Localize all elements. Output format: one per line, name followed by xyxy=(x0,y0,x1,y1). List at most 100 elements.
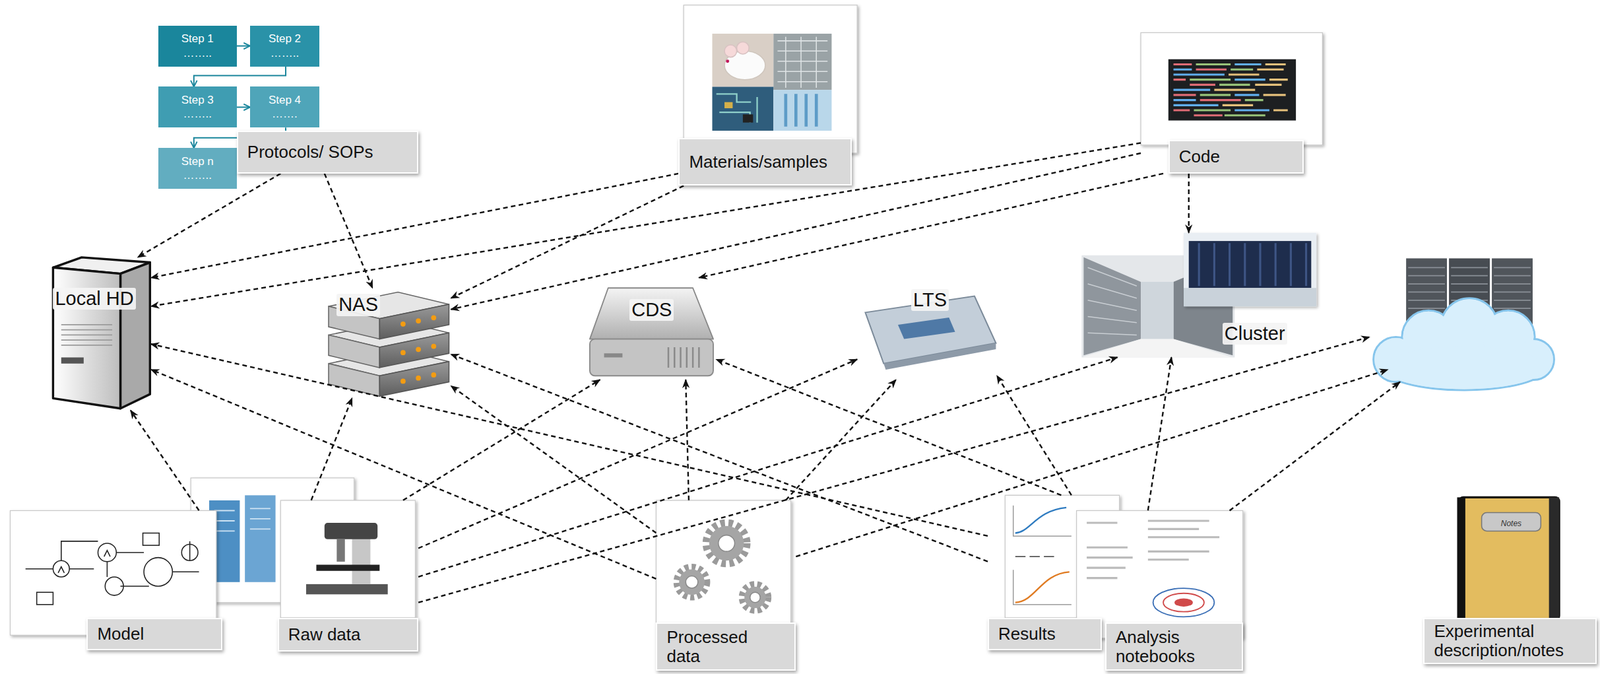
data-flow-arrow xyxy=(785,379,896,501)
step-arrow xyxy=(236,106,251,108)
cover-label: Notes xyxy=(1501,518,1522,528)
data-flow-arrow xyxy=(151,369,657,579)
step-box: Step 3…….. xyxy=(158,86,237,128)
computer-tower xyxy=(61,356,84,363)
materials-picture xyxy=(742,114,753,123)
step-box: Step 1…….. xyxy=(158,25,237,67)
cloud-servers xyxy=(1374,298,1554,389)
results-picture xyxy=(1015,571,1070,602)
nas-icon xyxy=(379,361,449,397)
microscope-picture xyxy=(280,500,416,618)
gears-picture xyxy=(741,583,768,611)
step-text: ……. xyxy=(271,106,298,121)
materials-picture xyxy=(716,93,758,123)
data-flow-arrow xyxy=(418,356,1118,577)
caption-tag: Experimental description/notes xyxy=(1423,617,1597,664)
gears-picture xyxy=(655,500,791,623)
model-picture xyxy=(181,544,198,561)
storage-label: Local HD xyxy=(52,287,136,310)
nas-icon xyxy=(379,332,449,368)
notebook-card: Analysis notebooks xyxy=(1076,510,1244,671)
cloud-flow-arrow xyxy=(418,337,1401,603)
gears-picture xyxy=(718,535,736,552)
cluster-photos xyxy=(1140,281,1174,340)
materials-picture xyxy=(773,33,832,90)
step-text: …….. xyxy=(183,46,212,61)
disk-icon xyxy=(589,287,714,376)
materials-picture xyxy=(724,44,737,58)
materials-picture xyxy=(711,86,774,131)
microscope-picture xyxy=(280,500,416,618)
model-picture xyxy=(25,541,200,586)
notes-book xyxy=(1456,496,1465,620)
microscope-picture xyxy=(324,522,378,540)
server-picture xyxy=(214,508,271,531)
results-picture xyxy=(1013,569,1072,605)
data-flow-arrow xyxy=(151,343,988,536)
step-text: Step 1 xyxy=(181,31,214,46)
step-text: Step 4 xyxy=(268,93,301,107)
model-picture xyxy=(9,510,216,635)
storage-label: NAS xyxy=(336,293,381,316)
computer-tower xyxy=(120,262,150,409)
materials-picture xyxy=(785,93,817,127)
data-flow-arrow xyxy=(451,185,685,298)
notebook-picture xyxy=(1163,593,1205,612)
step-text: Step n xyxy=(181,154,214,169)
computer-tower xyxy=(52,257,150,409)
step-arrow xyxy=(236,45,251,47)
data-flow-arrow xyxy=(996,375,1072,495)
step-box: Step 4……. xyxy=(250,86,320,128)
model-picture xyxy=(143,533,160,546)
nas-icon xyxy=(328,334,380,368)
data-flow-arrow xyxy=(698,173,1164,278)
gears-picture xyxy=(744,586,766,608)
data-flow-arrow xyxy=(716,358,1062,495)
model-card: Model xyxy=(9,510,223,650)
microscope-picture xyxy=(336,539,345,562)
results-card: Results xyxy=(987,494,1120,650)
caption-tag: Protocols/ SOPs xyxy=(236,130,419,174)
tape-icon xyxy=(883,343,996,370)
materials-card: Materials/samples xyxy=(678,5,858,187)
data-flow-arrow xyxy=(451,385,657,534)
caption-tag: Code xyxy=(1168,139,1305,174)
tape-icon xyxy=(897,317,956,339)
model-picture xyxy=(36,591,54,605)
materials-picture xyxy=(683,5,858,154)
nas-storage: NAS xyxy=(326,287,452,398)
gears-picture xyxy=(655,500,791,623)
computer-tower xyxy=(61,324,113,346)
caption-text: Processed data xyxy=(666,627,774,666)
materials-picture xyxy=(724,102,733,109)
cluster-photos xyxy=(1081,339,1233,358)
caption-text: Analysis notebooks xyxy=(1115,627,1223,666)
model-picture xyxy=(52,560,70,577)
gears-picture xyxy=(750,591,761,602)
notes-book xyxy=(1459,496,1560,620)
step-text: Step 2 xyxy=(268,31,301,46)
model-picture xyxy=(9,510,216,635)
caption-tag: Raw data xyxy=(277,617,419,652)
cluster-photos xyxy=(1188,240,1312,288)
raw-data-card: Raw data xyxy=(277,500,419,652)
storage-label: LTS xyxy=(911,288,949,311)
data-flow-arrow xyxy=(311,397,353,501)
disk-icon xyxy=(604,352,623,357)
processed-data-card: Processed data xyxy=(655,500,796,672)
materials-picture xyxy=(736,41,750,55)
model-picture xyxy=(143,557,173,586)
disk-icon xyxy=(589,339,714,377)
caption-text: Code xyxy=(1179,147,1220,167)
model-picture xyxy=(97,543,117,562)
notebook-picture xyxy=(1086,520,1220,578)
storage-label: Cluster xyxy=(1222,322,1288,345)
notebook-picture xyxy=(1174,598,1193,607)
materials-picture xyxy=(725,59,730,63)
caption-text: Results xyxy=(998,624,1056,644)
disk-icon xyxy=(589,287,714,339)
cloud-servers xyxy=(1373,257,1555,390)
nas-icon xyxy=(379,304,449,340)
